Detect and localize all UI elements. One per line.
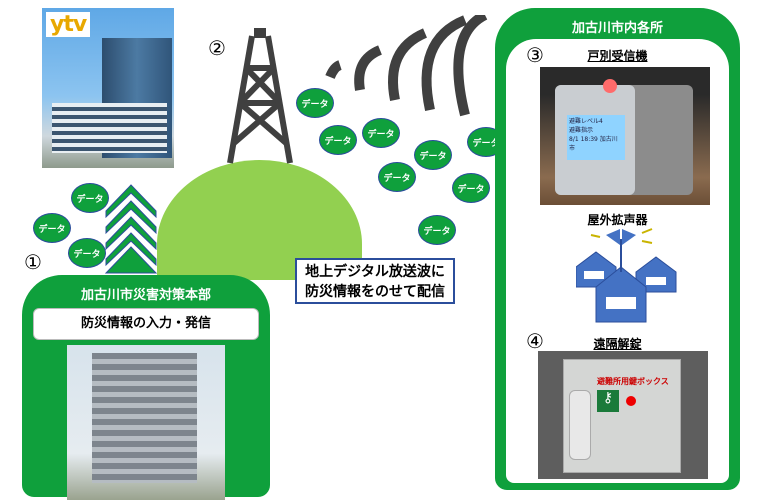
data-bubble: データ — [319, 125, 357, 155]
speaker-label: 屋外拡声器 — [587, 213, 648, 227]
upload-arrows-icon — [104, 184, 158, 274]
data-bubble: データ — [414, 140, 452, 170]
broadcast-message: 地上デジタル放送波に 防災情報をのせて配信 — [295, 258, 455, 304]
receiver-device: 避難レベル4 避難指示 8/1 18:39 加古川市 — [555, 79, 693, 195]
key-icon: ⚷ — [597, 390, 619, 412]
data-bubble: データ — [362, 118, 400, 148]
receiver-screen: 避難レベル4 避難指示 8/1 18:39 加古川市 — [567, 115, 625, 160]
step-4: ④ — [526, 329, 544, 353]
alert-lamp — [603, 79, 617, 93]
hq-action-label: 防災情報の入力・発信 — [33, 308, 259, 340]
outdoor-speaker-houses-icon — [576, 228, 677, 323]
key-box: 避難所用鍵ボックス ⚷ — [563, 359, 681, 473]
city-hall-building — [92, 353, 197, 483]
message-line-1: 地上デジタル放送波に — [305, 264, 445, 280]
data-bubble: データ — [452, 173, 490, 203]
receiver-label: 戸別受信機 — [587, 49, 648, 63]
data-bubble: データ — [378, 162, 416, 192]
hq-panel: 加古川市災害対策本部 防災情報の入力・発信 — [22, 275, 270, 500]
data-bubble: データ — [68, 238, 106, 268]
step-2: ② — [208, 36, 226, 60]
city-title: 加古川市内各所 — [571, 21, 663, 36]
tv-station-photo: ytv — [42, 8, 174, 168]
key-box-photo: 避難所用鍵ボックス ⚷ — [538, 351, 708, 479]
message-line-2: 防災情報をのせて配信 — [305, 284, 445, 300]
unlock-label: 遠隔解錠 — [593, 337, 642, 351]
hq-title: 加古川市災害対策本部 — [80, 288, 211, 303]
ytv-logo: ytv — [46, 12, 91, 37]
step-3: ③ — [526, 43, 544, 67]
low-building — [52, 103, 167, 153]
city-panel-body: ③ 戸別受信機 避難レベル4 避難指示 8/1 18:39 加古川市 屋外拡声器 — [506, 39, 729, 483]
key-box-title: 避難所用鍵ボックス — [597, 377, 669, 386]
city-panel: 加古川市内各所 ③ 戸別受信機 避難レベル4 避難指示 8/1 18:39 加古… — [495, 8, 740, 490]
screen-line: 避難指示 — [569, 127, 594, 134]
screen-line: 8/1 18:39 加古川市 — [569, 136, 618, 152]
step-1: ① — [24, 250, 42, 274]
data-bubble: データ — [33, 213, 71, 243]
signal-waves-icon — [325, 15, 488, 117]
transmission-tower-icon — [227, 28, 293, 164]
lamp-icon — [626, 396, 636, 406]
city-hall-photo — [67, 345, 225, 500]
data-bubble: データ — [418, 215, 456, 245]
data-bubble: データ — [71, 183, 109, 213]
screen-line: 避難レベル4 — [569, 118, 603, 125]
data-bubble: データ — [296, 88, 334, 118]
key-box-handle — [569, 390, 591, 460]
receiver-photo: 避難レベル4 避難指示 8/1 18:39 加古川市 — [540, 67, 710, 205]
